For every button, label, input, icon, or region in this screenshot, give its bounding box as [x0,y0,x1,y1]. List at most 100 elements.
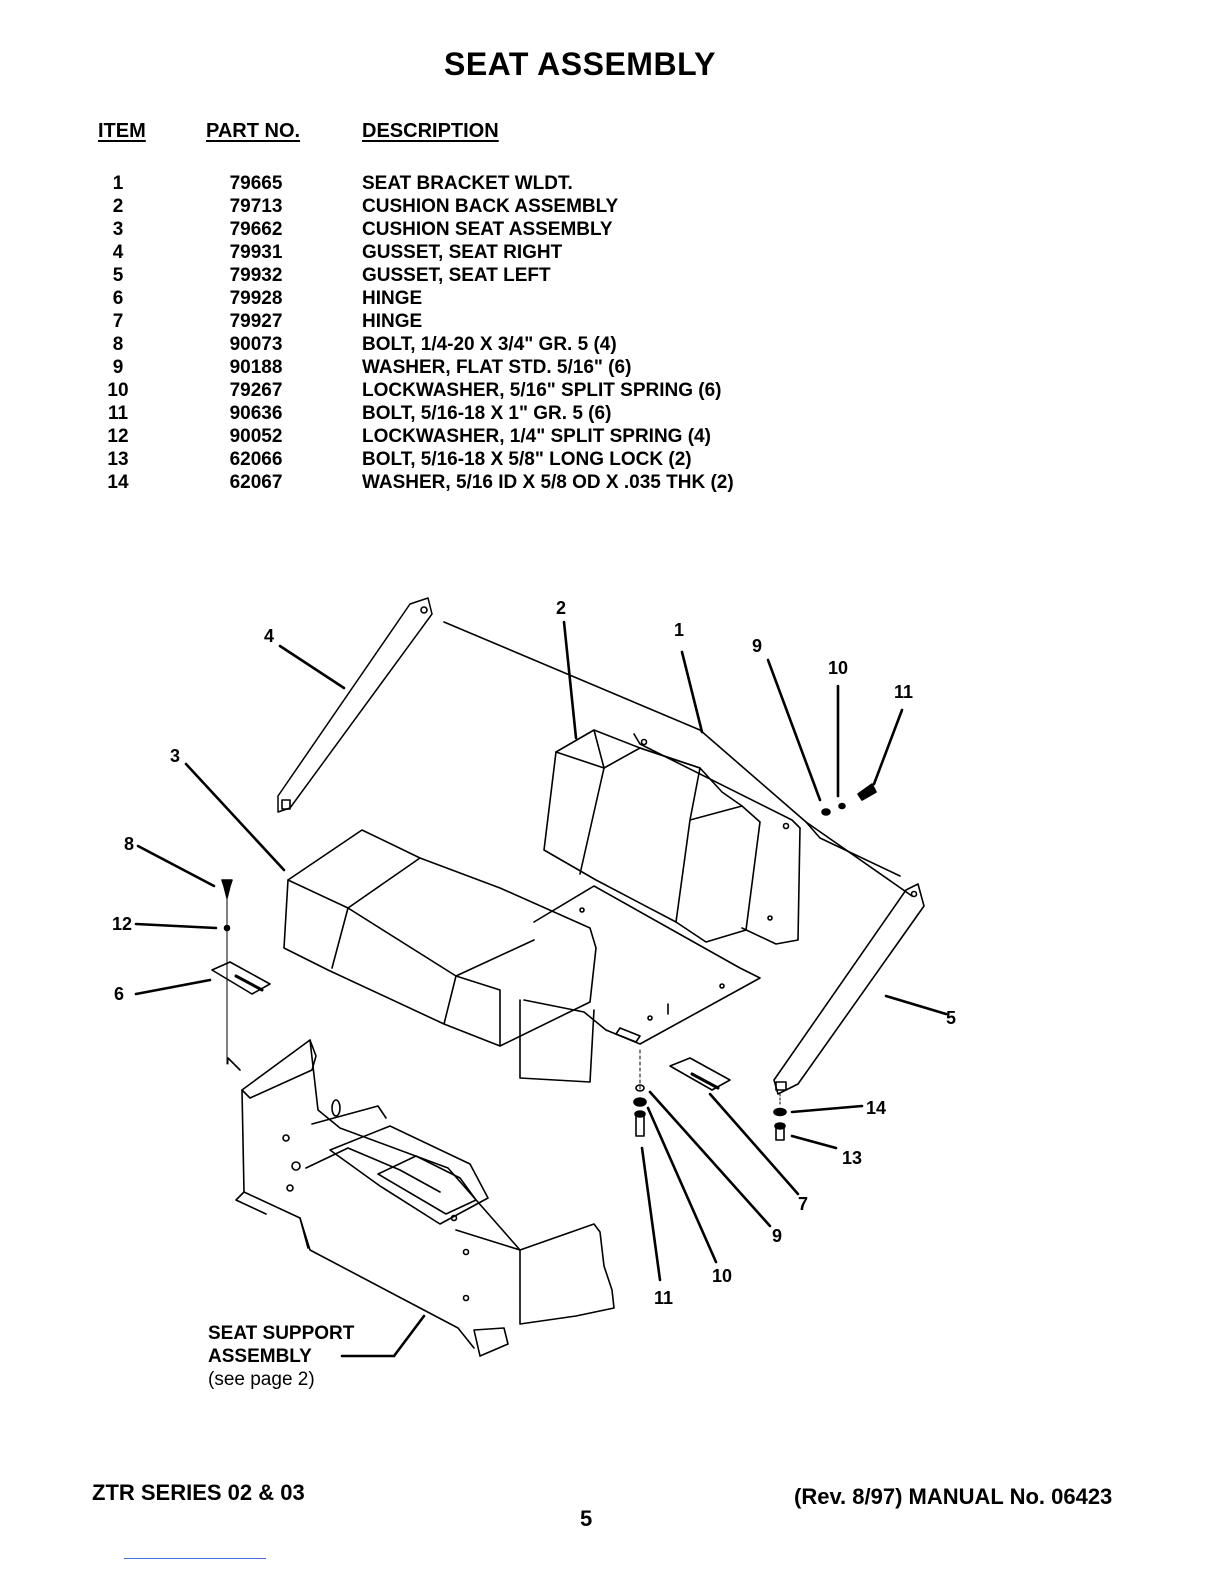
part-description: GUSSET, SEAT RIGHT [362,242,563,263]
footer-manual-number: (Rev. 8/97) MANUAL No. 06423 [794,1484,1113,1509]
scan-artifact-line [124,1558,266,1559]
part-row: 10 79267 LOCKWASHER, 5/16" SPLIT SPRING (6… [0,379,1224,402]
part-description: CUSHION BACK ASSEMBLY [362,196,619,217]
seat-support-label-line2: ASSEMBLY [208,1346,312,1367]
part-item-number: 7 [112,311,124,332]
callout-11-lower: 11 [654,1288,673,1308]
part-row: 8 90073 BOLT, 1/4-20 X 3/4" GR. 5 (4) [0,333,1224,356]
seat-support-label-note: (see page 2) [208,1369,315,1390]
part-number: 79662 [229,219,283,240]
part-row: 9 90188 WASHER, FLAT STD. 5/16" (6) [0,356,1224,379]
seat-support-assembly [227,1039,615,1357]
callout-7: 7 [798,1194,808,1214]
callout-9-lower: 9 [772,1226,782,1246]
part-number: 62067 [229,472,283,493]
part-description: CUSHION SEAT ASSEMBLY [362,219,613,240]
footer-series: ZTR SERIES 02 & 03 [92,1480,305,1505]
part-number: 79932 [229,265,283,286]
hardware-left-stack [221,879,233,1065]
callout-13: 13 [842,1148,862,1168]
part-row: 3 79662 CUSHION SEAT ASSEMBLY [0,218,1224,241]
callout-10-upper: 10 [828,658,848,678]
part-item-number: 13 [107,449,129,470]
part-item-number: 8 [112,334,124,355]
callout-4: 4 [264,626,274,646]
part-number: 79665 [229,173,283,194]
cushion-back [543,729,761,943]
part-description: HINGE [362,311,423,332]
part-row: 12 90052 LOCKWASHER, 1/4" SPLIT SPRING (4) [0,425,1224,448]
column-header-part-no: PART NO. [206,120,301,142]
part-description: GUSSET, SEAT LEFT [362,265,551,286]
callout-8: 8 [124,834,134,854]
seat-bracket [443,621,913,1083]
part-row: 6 79928 HINGE [0,287,1224,310]
part-item-number: 3 [112,219,124,240]
part-description: BOLT, 5/16-18 X 5/8" LONG LOCK (2) [362,449,692,470]
part-row: 13 62066 BOLT, 5/16-18 X 5/8" LONG LOCK (2… [0,448,1224,471]
part-item-number: 14 [107,472,129,493]
part-number: 79267 [229,380,283,401]
part-number: 90052 [229,426,283,447]
part-item-number: 5 [112,265,124,286]
page-title: SEAT ASSEMBLY [443,46,717,82]
part-description: BOLT, 5/16-18 X 1" GR. 5 (6) [362,403,612,424]
seat-assembly-exploded-diagram: 2 1 4 9 10 11 3 8 12 6 5 14 13 7 9 10 11 [112,597,956,1358]
part-row: 5 79932 GUSSET, SEAT LEFT [0,264,1224,287]
callout-11-upper: 11 [894,682,913,702]
callout-14: 14 [866,1098,886,1118]
part-number: 79928 [229,288,283,309]
part-item-number: 10 [107,380,129,401]
column-header-description: DESCRIPTION [362,120,499,142]
part-row: 14 62067 WASHER, 5/16 ID X 5/8 OD X .035 T… [0,471,1224,494]
part-description: HINGE [362,288,423,309]
part-number: 79713 [229,196,283,217]
gusset-left [773,883,925,1095]
part-description: WASHER, 5/16 ID X 5/8 OD X .035 THK (2) [362,472,734,493]
callout-12: 12 [112,914,132,934]
part-item-number: 12 [107,426,129,447]
page-number: 5 [580,1506,593,1531]
hardware-upper-stack [821,783,877,816]
part-item-number: 2 [112,196,124,217]
part-item-number: 1 [112,173,124,194]
hardware-right-stack [773,1093,787,1141]
part-number: 79931 [229,242,283,263]
gusset-right [277,597,433,813]
part-row: 7 79927 HINGE [0,310,1224,333]
part-item-number: 9 [112,357,124,378]
leader-lines [134,620,948,1358]
part-item-number: 6 [112,288,124,309]
callout-2: 2 [556,598,566,618]
part-number: 90188 [229,357,283,378]
hinge-left [211,961,271,995]
part-description: WASHER, FLAT STD. 5/16" (6) [362,357,632,378]
callout-1: 1 [674,620,684,640]
part-item-number: 11 [107,403,129,424]
seat-support-label: SEAT SUPPORT ASSEMBLY (see page 2) [208,1322,354,1391]
part-number: 90636 [229,403,283,424]
part-description: LOCKWASHER, 5/16" SPLIT SPRING (6) [362,380,722,401]
callout-numbers: 2 1 4 9 10 11 3 8 12 6 5 14 13 7 9 10 11 [112,598,956,1308]
part-number: 62066 [229,449,283,470]
part-row: 2 79713 CUSHION BACK ASSEMBLY [0,195,1224,218]
part-row: 11 90636 BOLT, 5/16-18 X 1" GR. 5 (6) [0,402,1224,425]
cushion-seat [283,829,597,1047]
callout-6: 6 [114,984,124,1004]
hinge-right [669,1057,731,1091]
callout-10-lower: 10 [712,1266,732,1286]
seat-support-label-line1: SEAT SUPPORT [208,1323,355,1344]
part-description: BOLT, 1/4-20 X 3/4" GR. 5 (4) [362,334,617,355]
callout-5: 5 [946,1008,956,1028]
part-description: LOCKWASHER, 1/4" SPLIT SPRING (4) [362,426,711,447]
part-number: 79927 [229,311,283,332]
callout-9-upper: 9 [752,636,762,656]
part-number: 90073 [229,334,283,355]
callout-3: 3 [170,746,180,766]
column-header-item: ITEM [98,120,146,142]
hardware-lower-stack [633,1049,647,1137]
